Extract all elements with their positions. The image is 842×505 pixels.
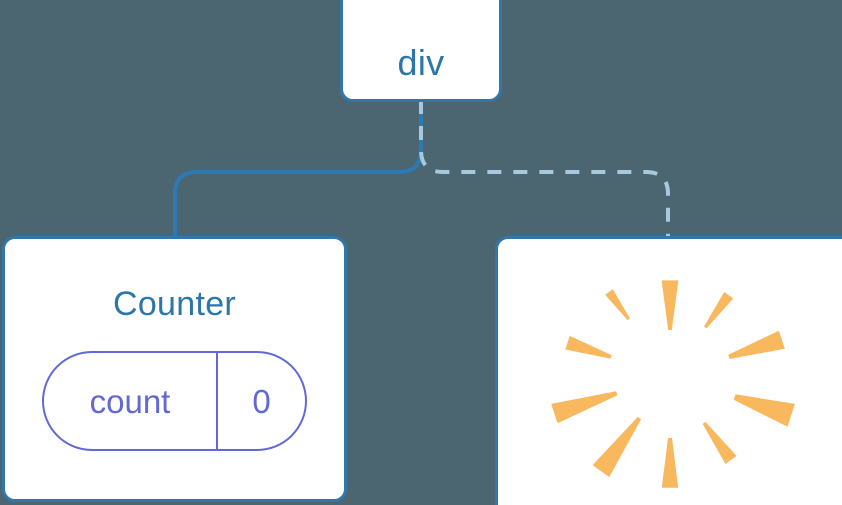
node-div-label: div [397, 42, 445, 83]
spinner-ray-6 [592, 416, 642, 478]
spinner-ray-3 [733, 394, 795, 427]
state-pill-divider [216, 353, 218, 449]
spinner-icon [551, 280, 795, 488]
node-div[interactable]: div [340, 0, 502, 102]
node-spinner[interactable] [495, 236, 842, 505]
spinner-ray-7 [551, 391, 618, 424]
state-pill-key: count [89, 382, 171, 420]
spinner-ray-1 [704, 291, 734, 329]
node-counter[interactable]: Counter count 0 [2, 236, 347, 502]
spinner-ray-5 [661, 438, 679, 488]
spinner-ray-2 [728, 330, 785, 359]
spinner-ray-4 [702, 421, 737, 464]
state-pill-count[interactable]: count 0 [42, 351, 307, 451]
spinner-ray-0 [661, 280, 679, 330]
edge-div-to-counter [173, 100, 423, 239]
spinner-ray-8 [565, 335, 612, 359]
spinner-ray-group [551, 280, 795, 488]
node-counter-label: Counter [112, 285, 237, 323]
edge-div-to-spinner [419, 100, 670, 239]
spinner-ray-9 [605, 289, 630, 321]
state-pill-value: 0 [252, 382, 271, 420]
